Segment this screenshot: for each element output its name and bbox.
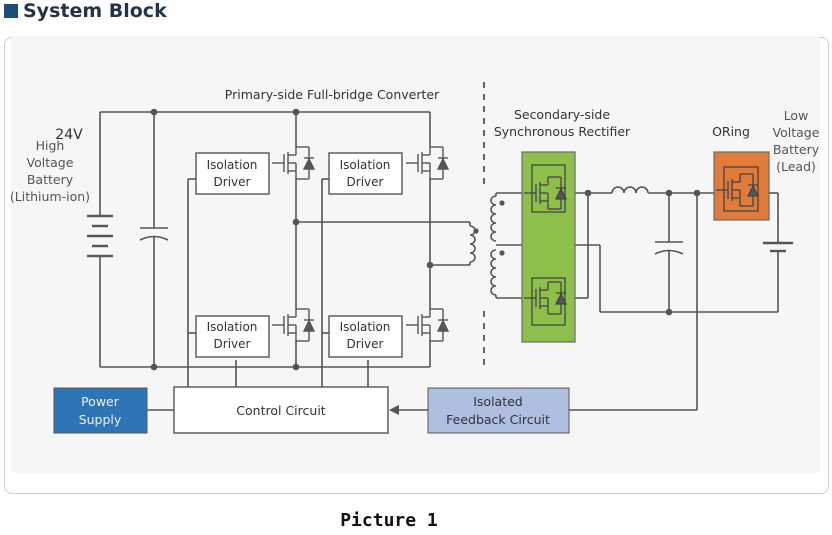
secondary-label-line2: Synchronous Rectifier — [494, 124, 631, 139]
power-supply-block: Power Supply — [53, 387, 148, 434]
system-block-diagram: Isolation Driver Isolation Driver Isolat… — [10, 82, 820, 434]
oring-label: ORing — [712, 124, 750, 139]
svg-text:Isolation: Isolation — [207, 158, 258, 172]
svg-text:Driver: Driver — [347, 337, 384, 351]
svg-text:Driver: Driver — [347, 175, 384, 189]
lv-battery-label-1: Low — [784, 108, 809, 123]
hv-battery-voltage: 24V — [55, 127, 83, 143]
section-header: System Block — [4, 0, 167, 22]
mosfet-q3 — [271, 308, 315, 342]
svg-text:Isolation: Isolation — [340, 320, 391, 334]
hv-battery-label-4: (Lithium-ion) — [10, 189, 90, 204]
svg-text:Feedback Circuit: Feedback Circuit — [446, 412, 550, 427]
svg-text:Control Circuit: Control Circuit — [236, 403, 325, 418]
mosfet-q2 — [405, 146, 449, 180]
junction-dots — [150, 108, 701, 371]
hv-battery-label-2: Voltage — [27, 155, 74, 170]
picture-caption: Picture 1 — [340, 510, 438, 531]
mosfet-q1 — [271, 146, 315, 180]
svg-text:Supply: Supply — [79, 412, 122, 427]
secondary-label-line1: Secondary-side — [514, 107, 610, 122]
hv-battery-label-1: High — [36, 138, 65, 153]
control-circuit-block: Control Circuit — [173, 386, 389, 434]
lv-battery-label-3: Battery — [773, 142, 820, 157]
mosfet-q4 — [405, 308, 449, 342]
svg-text:Isolation: Isolation — [207, 320, 258, 334]
header-square-icon — [4, 4, 18, 18]
svg-text:Isolated: Isolated — [473, 394, 523, 409]
svg-text:Driver: Driver — [214, 175, 251, 189]
isolation-driver-2: Isolation Driver — [328, 152, 403, 195]
svg-text:Power: Power — [81, 394, 120, 409]
isolation-driver-1: Isolation Driver — [195, 152, 270, 195]
svg-text:Driver: Driver — [214, 337, 251, 351]
synchronous-rectifier-block — [521, 151, 576, 343]
isolation-driver-3: Isolation Driver — [195, 315, 270, 358]
section-title: System Block — [23, 0, 167, 22]
svg-text:Isolation: Isolation — [340, 158, 391, 172]
isolation-driver-4: Isolation Driver — [328, 315, 403, 358]
lv-battery-label-2: Voltage — [773, 125, 820, 140]
isolated-feedback-block: Isolated Feedback Circuit — [427, 387, 570, 434]
primary-converter-label: Primary-side Full-bridge Converter — [225, 87, 440, 102]
hv-battery-label-3: Battery — [27, 172, 74, 187]
oring-block — [713, 151, 770, 221]
lv-battery-label-4: (Lead) — [776, 159, 816, 174]
